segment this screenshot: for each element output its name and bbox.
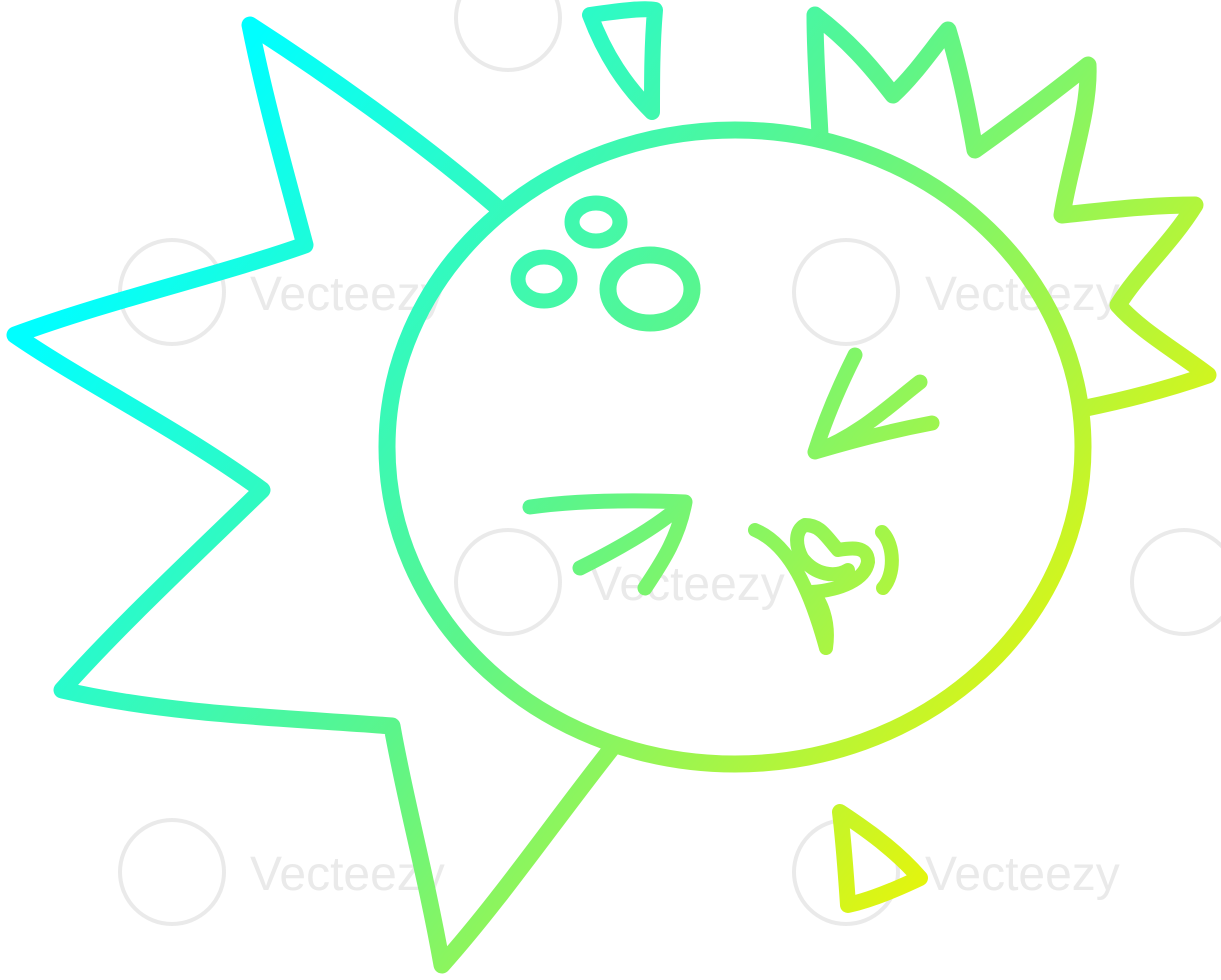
watermark-text: Vecteezy [925,848,1120,901]
eye-left-arrow [522,493,693,596]
watermark-text: Vecteezy [590,558,785,611]
sparkle-triangle-top [582,1,663,120]
bubble-small [564,195,628,249]
sun-ray-right-crown [806,6,1217,417]
sun-ray-left-large [6,16,621,974]
bubble-medium [510,249,578,309]
sun-face-circle [378,121,1092,773]
eye-right-arrow [807,347,940,460]
watermark-logo [118,0,1221,926]
mouth-curl [748,518,899,655]
sparkle-triangle-bottom [832,804,928,913]
bubble-large [599,246,701,332]
watermark-layer: Vecteezy Vecteezy Vecteezy Vecteezy Vect… [118,0,1221,926]
